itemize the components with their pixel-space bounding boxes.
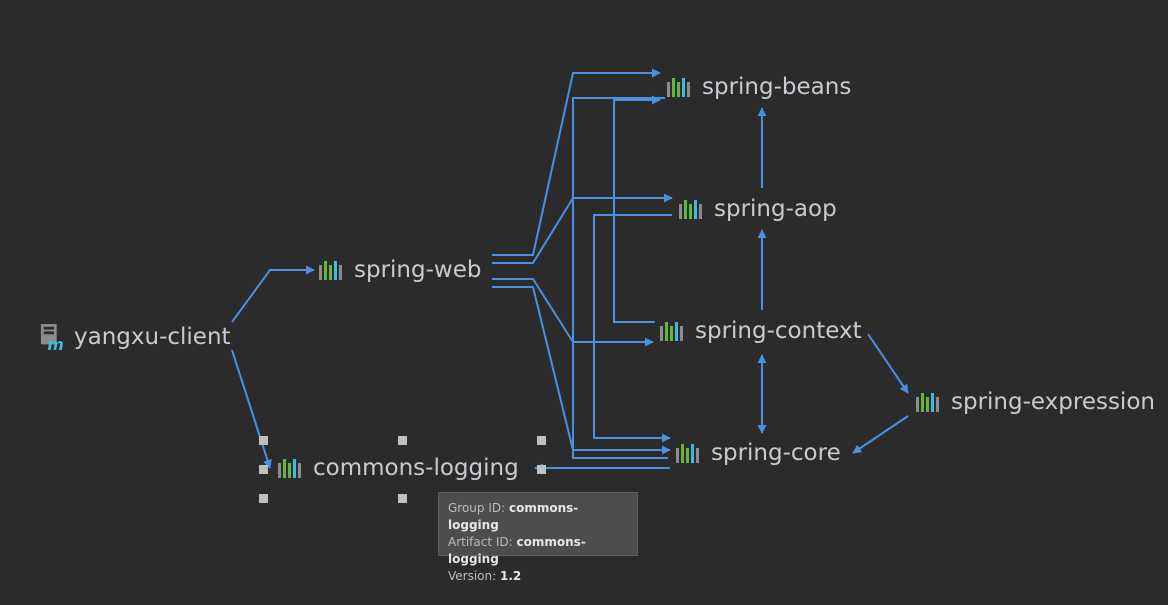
edge-client-to-spring-web: [231, 265, 315, 323]
edge-client-to-commons-logging: [231, 349, 272, 469]
node-spring-web[interactable]: spring-web: [318, 257, 481, 283]
tooltip-group-label: Group ID:: [448, 501, 506, 515]
edge-context-to-beans: [613, 95, 661, 323]
node-spring-core[interactable]: spring-core: [675, 440, 841, 466]
selection-handle-bottom-center[interactable]: [398, 494, 407, 503]
node-label: spring-context: [695, 318, 862, 344]
tooltip-version-row: Version: 1.2: [448, 568, 628, 585]
selection-handle-top-left[interactable]: [259, 436, 268, 445]
node-spring-expression[interactable]: spring-expression: [915, 389, 1155, 415]
node-label: spring-web: [354, 257, 482, 283]
tooltip-artifact-label: Artifact ID:: [448, 535, 513, 549]
tooltip-version-label: Version:: [448, 569, 497, 583]
tooltip-artifact-value: commons-logging: [448, 535, 586, 566]
tooltip-version-value: 1.2: [500, 569, 522, 583]
edge-web-to-aop: [492, 193, 673, 264]
edge-context-to-expression: [867, 333, 909, 394]
node-spring-context[interactable]: spring-context: [659, 318, 862, 344]
node-commons-logging[interactable]: commons-logging: [277, 455, 519, 481]
node-label: spring-aop: [714, 196, 837, 222]
artifact-tooltip: Group ID: commons-logging Artifact ID: c…: [438, 492, 638, 583]
selection-handle-top-center[interactable]: [398, 436, 407, 445]
library-icon: [666, 76, 694, 98]
library-icon: [675, 442, 703, 464]
edge-web-to-context: [492, 278, 654, 347]
library-icon: [659, 320, 687, 342]
node-label: commons-logging: [313, 455, 519, 481]
library-icon: [915, 391, 943, 413]
node-spring-beans[interactable]: spring-beans: [666, 74, 851, 100]
tooltip-artifact-row: Artifact ID: commons-logging: [448, 534, 628, 568]
edge-web-to-core: [492, 286, 671, 455]
edge-web-to-beans: [492, 68, 661, 256]
library-icon: [318, 259, 346, 281]
node-label: spring-core: [711, 440, 841, 466]
selection-handle-top-right[interactable]: [537, 436, 546, 445]
node-label: spring-beans: [702, 74, 852, 100]
node-label: spring-expression: [951, 389, 1155, 415]
selection-handle-bottom-left[interactable]: [259, 494, 268, 503]
svg-text:m: m: [47, 335, 63, 352]
edge-beans-to-core: [572, 97, 668, 459]
edge-expression-to-core: [852, 415, 909, 454]
selection-handle-middle-left[interactable]: [259, 465, 268, 474]
edge-aop-to-beans: [593, 214, 672, 443]
library-icon: [277, 457, 305, 479]
maven-module-icon: m: [40, 324, 64, 352]
tooltip-group-value: commons-logging: [448, 501, 579, 532]
selection-handle-middle-right[interactable]: [537, 465, 546, 474]
node-label: yangxu-client: [74, 324, 231, 350]
node-spring-aop[interactable]: spring-aop: [678, 196, 837, 222]
library-icon: [678, 198, 706, 220]
node-yangxu-client[interactable]: m yangxu-client: [40, 322, 231, 352]
tooltip-group-row: Group ID: commons-logging: [448, 500, 628, 534]
